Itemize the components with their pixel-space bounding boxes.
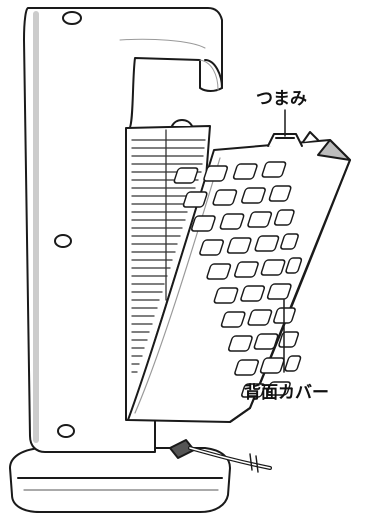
label-knob: つまみ (256, 89, 307, 109)
heater-body (23, 7, 223, 453)
power-cord (169, 439, 272, 473)
label-rear-cover: 背面カバー (244, 383, 329, 403)
screw-holes (54, 11, 82, 438)
leader-lines (283, 109, 286, 373)
heater-base (9, 447, 231, 513)
knob-tab (267, 131, 319, 147)
rear-cover (127, 131, 351, 423)
